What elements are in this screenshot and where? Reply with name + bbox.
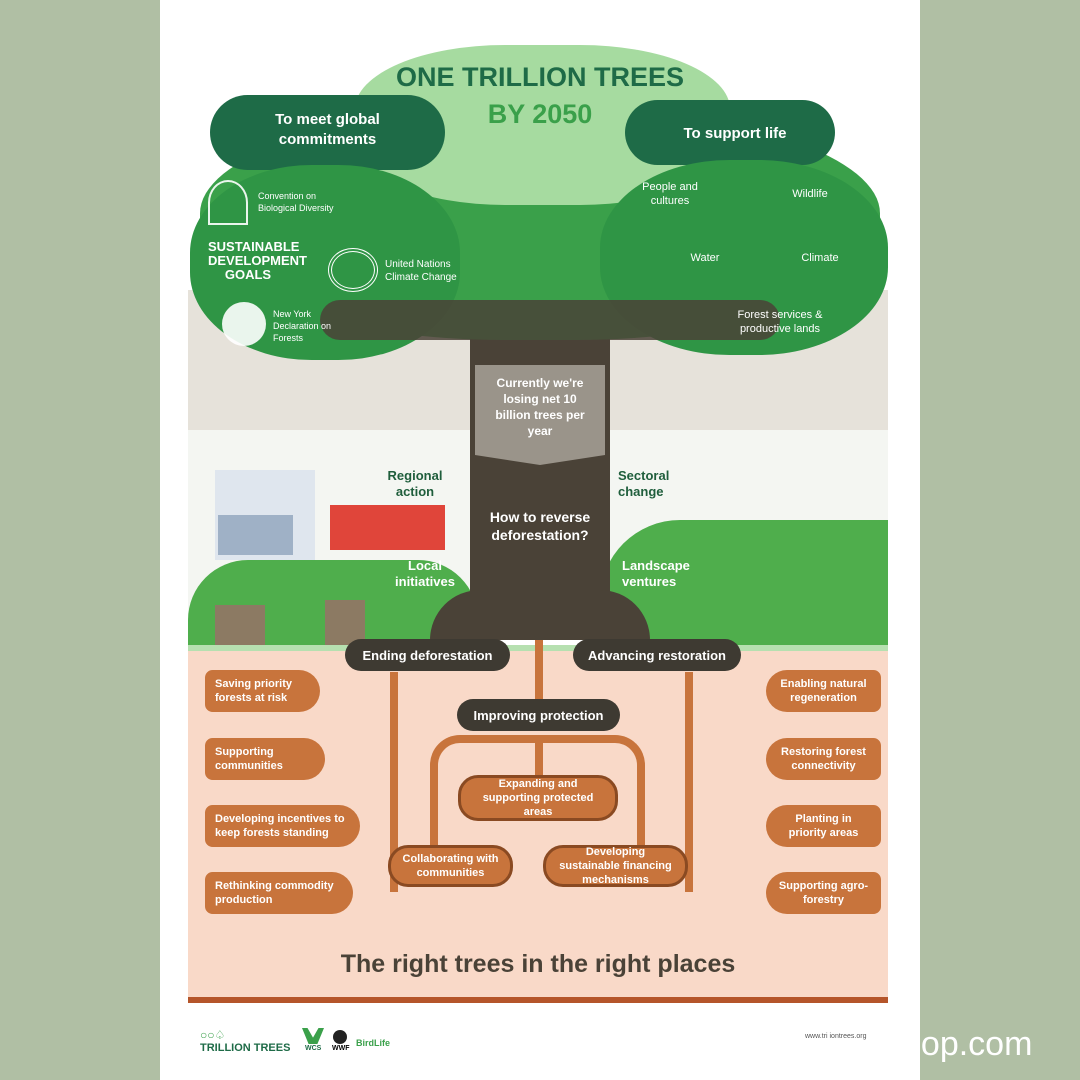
nydf-label: New York Declaration on Forests bbox=[273, 309, 332, 343]
climate: Climate bbox=[801, 252, 839, 264]
watermark: nop.com bbox=[902, 1025, 1033, 1063]
root-left-4: Rethinking commodity production bbox=[205, 872, 353, 914]
title-line2: BY 2050 bbox=[487, 99, 593, 129]
grass-right bbox=[600, 520, 888, 645]
local-initiatives: Local initiatives bbox=[395, 558, 455, 589]
improving-protection: Improving protection bbox=[457, 699, 620, 731]
regional-action: Regional action bbox=[387, 468, 443, 499]
partner-birdlife: BirdLife bbox=[356, 1038, 391, 1048]
partner-wwf: WWF bbox=[332, 1045, 350, 1052]
root-main bbox=[535, 640, 543, 700]
root-left-3: Developing incentives to keep forests st… bbox=[205, 805, 360, 847]
left-heading: To meet global commitments bbox=[275, 111, 380, 148]
right-heading: To support life bbox=[683, 125, 787, 142]
wildlife: Wildlife bbox=[792, 188, 828, 200]
advancing-restoration: Advancing restoration bbox=[573, 639, 741, 671]
sdg-logo: SUSTAINABLE DEVELOPMENT GOALS bbox=[208, 239, 307, 282]
water: Water bbox=[690, 252, 720, 264]
tree-outline-icon: ○○♤ bbox=[200, 1028, 226, 1042]
root-right-1: Enabling natural regeneration bbox=[766, 670, 881, 712]
trunk-base bbox=[430, 590, 650, 640]
forest-services: Forest services & productive lands bbox=[737, 309, 823, 335]
title: ONE TRILLION TREES BY 2050 bbox=[360, 62, 720, 130]
root-right bbox=[685, 672, 693, 892]
root-right-4: Supporting agro-forestry bbox=[766, 872, 881, 914]
trillion-trees-logo: ○○♤ TRILLION TREES bbox=[200, 1028, 290, 1054]
unfccc-label: United Nations Climate Change bbox=[385, 259, 457, 283]
landscape-ventures: Landscape ventures bbox=[622, 558, 690, 589]
loss-banner bbox=[475, 365, 605, 465]
root-center-3: Developing sustainable financing mechani… bbox=[543, 845, 688, 887]
tagline: The right trees in the right places bbox=[340, 950, 736, 978]
website-url[interactable]: www.tri iontrees.org bbox=[805, 1033, 867, 1040]
canopy-right-dark bbox=[625, 100, 835, 165]
reverse-question: How to reverse deforestation? bbox=[489, 509, 591, 543]
root-center-2: Collaborating with communities bbox=[388, 845, 513, 887]
panda-icon bbox=[333, 1030, 347, 1044]
branch bbox=[320, 300, 780, 340]
soil-bottom-line bbox=[188, 997, 888, 1003]
loss-text: Currently we're losing net 10 billion tr… bbox=[495, 376, 585, 438]
people-cultures: People and cultures bbox=[642, 181, 698, 207]
canopy-left-dark bbox=[210, 95, 445, 170]
unfccc-logo-icon bbox=[328, 248, 378, 292]
root-right-2: Restoring forest connectivity bbox=[766, 738, 881, 780]
house-left bbox=[215, 605, 265, 645]
partner-wcs: WCS bbox=[305, 1045, 322, 1052]
building-red bbox=[330, 505, 445, 550]
cbd-label: Convention on Biological Diversity bbox=[258, 191, 334, 213]
trunk bbox=[470, 300, 610, 640]
root-right-3: Planting in priority areas bbox=[766, 805, 881, 847]
house-right bbox=[325, 600, 365, 645]
root-center-1: Expanding and supporting protected areas bbox=[458, 775, 618, 821]
root-center-stem bbox=[535, 735, 543, 780]
root-left-1: Saving priority forests at risk bbox=[205, 670, 320, 712]
cbd-logo bbox=[208, 180, 248, 225]
sectoral-change: Sectoral change bbox=[618, 468, 670, 499]
title-line1: ONE TRILLION TREES bbox=[395, 62, 684, 92]
root-left bbox=[390, 672, 398, 892]
root-left-2: Supporting communities bbox=[205, 738, 325, 780]
building-grey bbox=[218, 515, 293, 555]
brand-name: TRILLION TREES bbox=[200, 1042, 291, 1054]
nydf-logo-icon bbox=[222, 302, 266, 346]
ending-deforestation: Ending deforestation bbox=[345, 639, 510, 671]
